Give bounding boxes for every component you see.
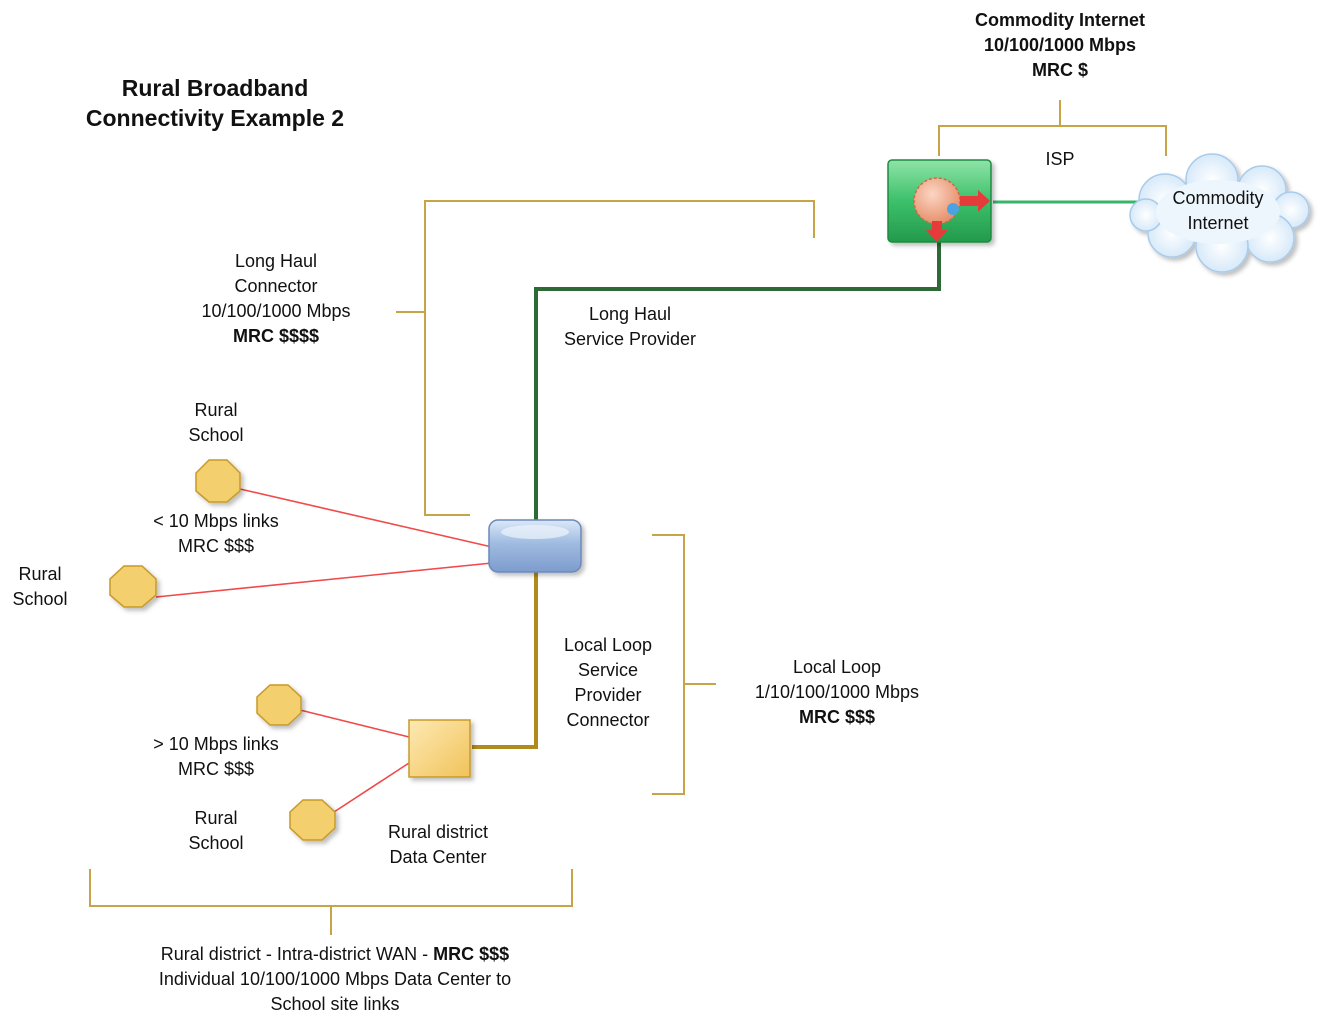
local-loop-provider-line-1: Local Loop (563, 635, 653, 655)
local-loop-label: Local Loop 1/10/100/1000 Mbps MRC $$$ (727, 655, 947, 730)
title-line-2: Connectivity Example 2 (85, 105, 345, 131)
local-loop-line-1: Local Loop (792, 657, 882, 677)
rural-school-bottom-line-2: School (188, 833, 244, 853)
commodity-internet-header: Commodity Internet 10/100/1000 Mbps MRC … (940, 8, 1180, 83)
long-haul-connector-mrc: MRC $$$$ (232, 326, 320, 346)
long-haul-connector-line-3: 10/100/1000 Mbps (201, 301, 351, 321)
wan-line-1-prefix: Rural district - Intra-district WAN - (160, 944, 434, 964)
long-haul-sp-line-1: Long Haul (588, 304, 672, 324)
data-center-icon (408, 719, 471, 778)
fast-links-line-2: MRC $$$ (177, 759, 255, 779)
rural-school-left-line-2: School (12, 589, 68, 609)
commodity-header-line-3: MRC $ (1031, 60, 1088, 80)
school-link-top (239, 488, 493, 548)
local-loop-bracket (652, 534, 716, 795)
wan-line-3: School site links (270, 994, 400, 1014)
rural-school-bottom-label: Rural School (166, 806, 266, 856)
school-link-dc-upper (299, 709, 410, 738)
fast-links-line-1: > 10 Mbps links (153, 734, 279, 754)
long-haul-connector-line-2: Connector (234, 276, 318, 296)
data-center-line-1: Rural district (387, 822, 489, 842)
slow-links-line-2: MRC $$$ (177, 536, 255, 556)
long-haul-line (534, 240, 941, 520)
long-haul-connector-label: Long Haul Connector 10/100/1000 Mbps MRC… (176, 249, 376, 349)
cloud-label: Commodity Internet (1158, 186, 1278, 236)
commodity-header-line-2: 10/100/1000 Mbps (983, 35, 1137, 55)
title-line-1: Rural Broadband (121, 75, 309, 101)
school-node-lower-icon (289, 799, 336, 841)
wan-bracket (89, 869, 573, 935)
school-link-left (155, 562, 493, 598)
long-haul-bracket (396, 200, 815, 516)
school-node-upper-icon (256, 684, 302, 726)
wan-line-2: Individual 10/100/1000 Mbps Data Center … (158, 969, 512, 989)
long-haul-sp-line-2: Service Provider (563, 329, 697, 349)
cloud-label-line-2: Internet (1187, 213, 1249, 233)
wan-line-1-mrc: MRC $$$ (433, 944, 510, 964)
rural-school-top-line-1: Rural (194, 400, 238, 420)
rural-school-left-line-1: Rural (18, 564, 62, 584)
isp-label: ISP (1045, 149, 1075, 169)
local-loop-provider-line-2: Service (577, 660, 639, 680)
router-icon (488, 519, 582, 573)
commodity-internet-cloud-icon (1129, 153, 1310, 273)
diagram-title: Rural Broadband Connectivity Example 2 (60, 73, 370, 133)
wan-line-1: Rural district - Intra-district WAN - MR… (100, 942, 570, 967)
slow-links-line-1: < 10 Mbps links (153, 511, 279, 531)
cloud-label-line-1: Commodity (1172, 188, 1264, 208)
data-center-line-2: Data Center (389, 847, 487, 867)
local-loop-line (472, 572, 538, 749)
data-center-label: Rural district Data Center (368, 820, 508, 870)
commodity-header-line-1: Commodity Internet (974, 10, 1145, 30)
slow-links-label: < 10 Mbps links MRC $$$ (131, 509, 301, 559)
rural-school-top-line-2: School (188, 425, 244, 445)
rural-school-top-label: Rural School (166, 398, 266, 448)
rural-school-bottom-line-1: Rural (194, 808, 238, 828)
fast-links-label: > 10 Mbps links MRC $$$ (131, 732, 301, 782)
long-haul-service-provider-label: Long Haul Service Provider (545, 302, 715, 352)
local-loop-mrc: MRC $$$ (798, 707, 876, 727)
rural-school-left-label: Rural School (0, 562, 80, 612)
isp-device-icon (887, 159, 992, 243)
local-loop-provider-label: Local Loop Service Provider Connector (543, 633, 673, 733)
rural-school-top-icon (195, 459, 241, 503)
local-loop-line-2: 1/10/100/1000 Mbps (754, 682, 920, 702)
commodity-internet-bracket (938, 100, 1167, 156)
local-loop-provider-line-4: Connector (566, 710, 650, 730)
rural-school-left-icon (109, 565, 157, 608)
local-loop-provider-line-3: Provider (574, 685, 642, 705)
wan-caption: Rural district - Intra-district WAN - MR… (100, 942, 570, 1017)
school-link-dc-lower (333, 762, 410, 813)
long-haul-connector-line-1: Long Haul (234, 251, 318, 271)
